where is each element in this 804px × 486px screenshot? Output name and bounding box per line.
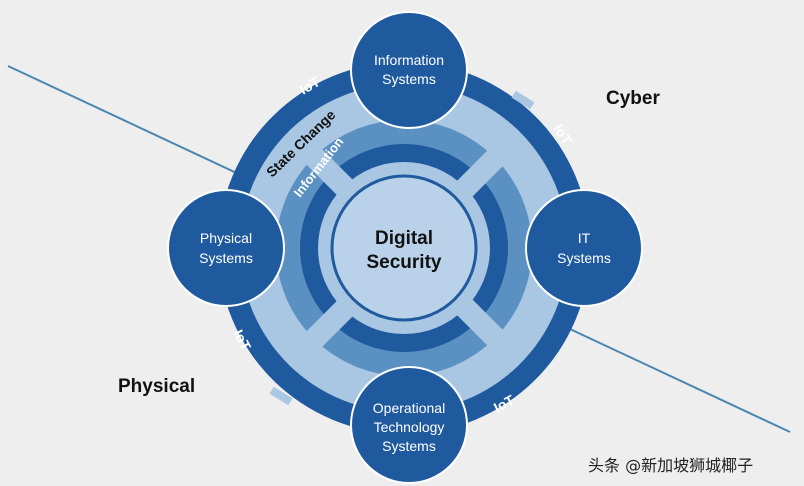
ot-systems-line1: Operational bbox=[373, 400, 445, 416]
physical-systems-line1: Physical bbox=[200, 230, 252, 246]
ot-systems-line3: Systems bbox=[382, 438, 436, 454]
ot-systems-line2: Technology bbox=[374, 419, 445, 435]
ring-notch bbox=[511, 90, 535, 110]
center-label-line2: Security bbox=[367, 252, 442, 273]
physical-region-label: Physical bbox=[118, 376, 196, 397]
it-systems-line2: Systems bbox=[557, 250, 611, 266]
information-systems-node bbox=[350, 11, 468, 129]
cyber-region-label: Cyber bbox=[606, 88, 660, 109]
it-systems-line1: IT bbox=[578, 230, 591, 246]
center-label-line1: Digital bbox=[375, 228, 433, 249]
ot-systems-node bbox=[350, 366, 468, 484]
ring-notch bbox=[269, 386, 293, 406]
physical-systems-node bbox=[167, 189, 285, 307]
physical-systems-line2: Systems bbox=[199, 250, 253, 266]
information-systems-line2: Systems bbox=[382, 71, 436, 87]
information-systems-line1: Information bbox=[374, 52, 444, 68]
digital-security-core bbox=[330, 174, 478, 322]
watermark: 头条 @新加坡狮城椰子 bbox=[588, 456, 754, 475]
it-systems-node bbox=[525, 189, 643, 307]
